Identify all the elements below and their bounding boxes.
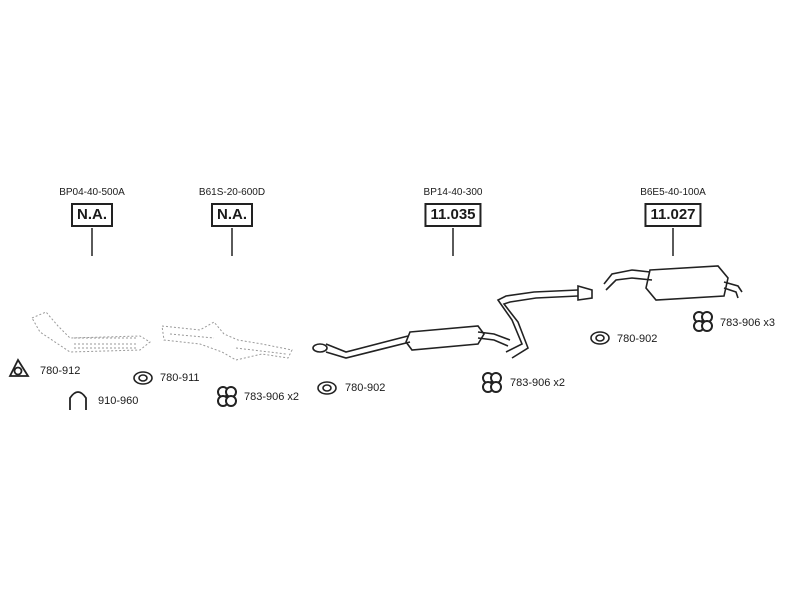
accessory-code[interactable]: 910-960 xyxy=(98,395,139,407)
accessory-code[interactable]: 783-906 x2 xyxy=(244,391,300,403)
gasket-oval-icon xyxy=(590,331,610,345)
accessory-code[interactable]: 780-902 xyxy=(345,382,386,394)
gasket-triangle-icon xyxy=(8,358,30,377)
oe-number: BP14-40-300 xyxy=(423,187,483,198)
rubber-mount-icon xyxy=(482,372,502,393)
ghost-front-pipe xyxy=(31,311,151,353)
oe-number: B6E5-40-100A xyxy=(640,187,706,198)
accessory-code[interactable]: 783-906 x2 xyxy=(510,377,566,389)
reference-box[interactable]: 11.035 xyxy=(424,203,482,227)
middle-silencer-assembly xyxy=(312,284,593,359)
oe-number: BP04-40-500A xyxy=(59,187,125,198)
u-clamp-icon xyxy=(69,391,87,410)
reference-box[interactable]: N.A. xyxy=(71,203,113,227)
rubber-mount-icon xyxy=(217,386,237,407)
accessory-code[interactable]: 780-902 xyxy=(617,333,658,345)
rubber-mount-icon xyxy=(693,311,713,332)
ghost-catalyst xyxy=(161,321,293,361)
rear-silencer-assembly xyxy=(603,265,743,301)
gasket-oval-icon xyxy=(133,371,153,385)
accessory-code[interactable]: 783-906 x3 xyxy=(720,317,776,329)
reference-box[interactable]: N.A. xyxy=(211,203,253,227)
gasket-oval-icon xyxy=(317,381,337,395)
oe-number: B61S-20-600D xyxy=(198,187,266,198)
accessory-code[interactable]: 780-912 xyxy=(40,365,81,377)
accessory-code[interactable]: 780-911 xyxy=(160,372,200,384)
reference-box[interactable]: 11.027 xyxy=(644,203,702,227)
